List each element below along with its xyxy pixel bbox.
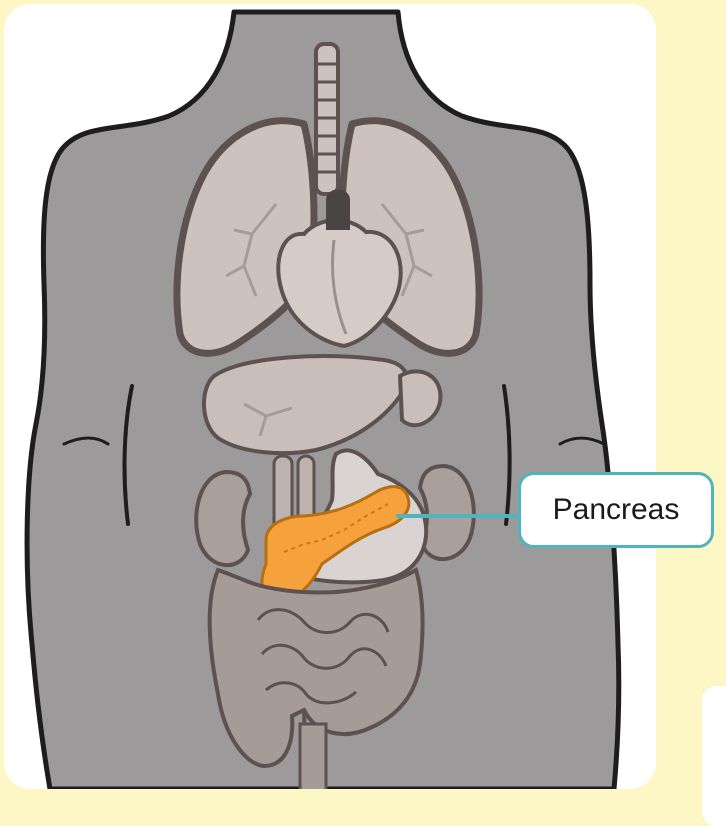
pancreas-label-text: Pancreas [553, 493, 680, 527]
next-card-peek [702, 686, 726, 826]
diagram-card [4, 4, 656, 789]
trachea-icon [316, 44, 338, 194]
anatomy-illustration [4, 4, 656, 789]
pancreas-label: Pancreas [518, 472, 714, 548]
